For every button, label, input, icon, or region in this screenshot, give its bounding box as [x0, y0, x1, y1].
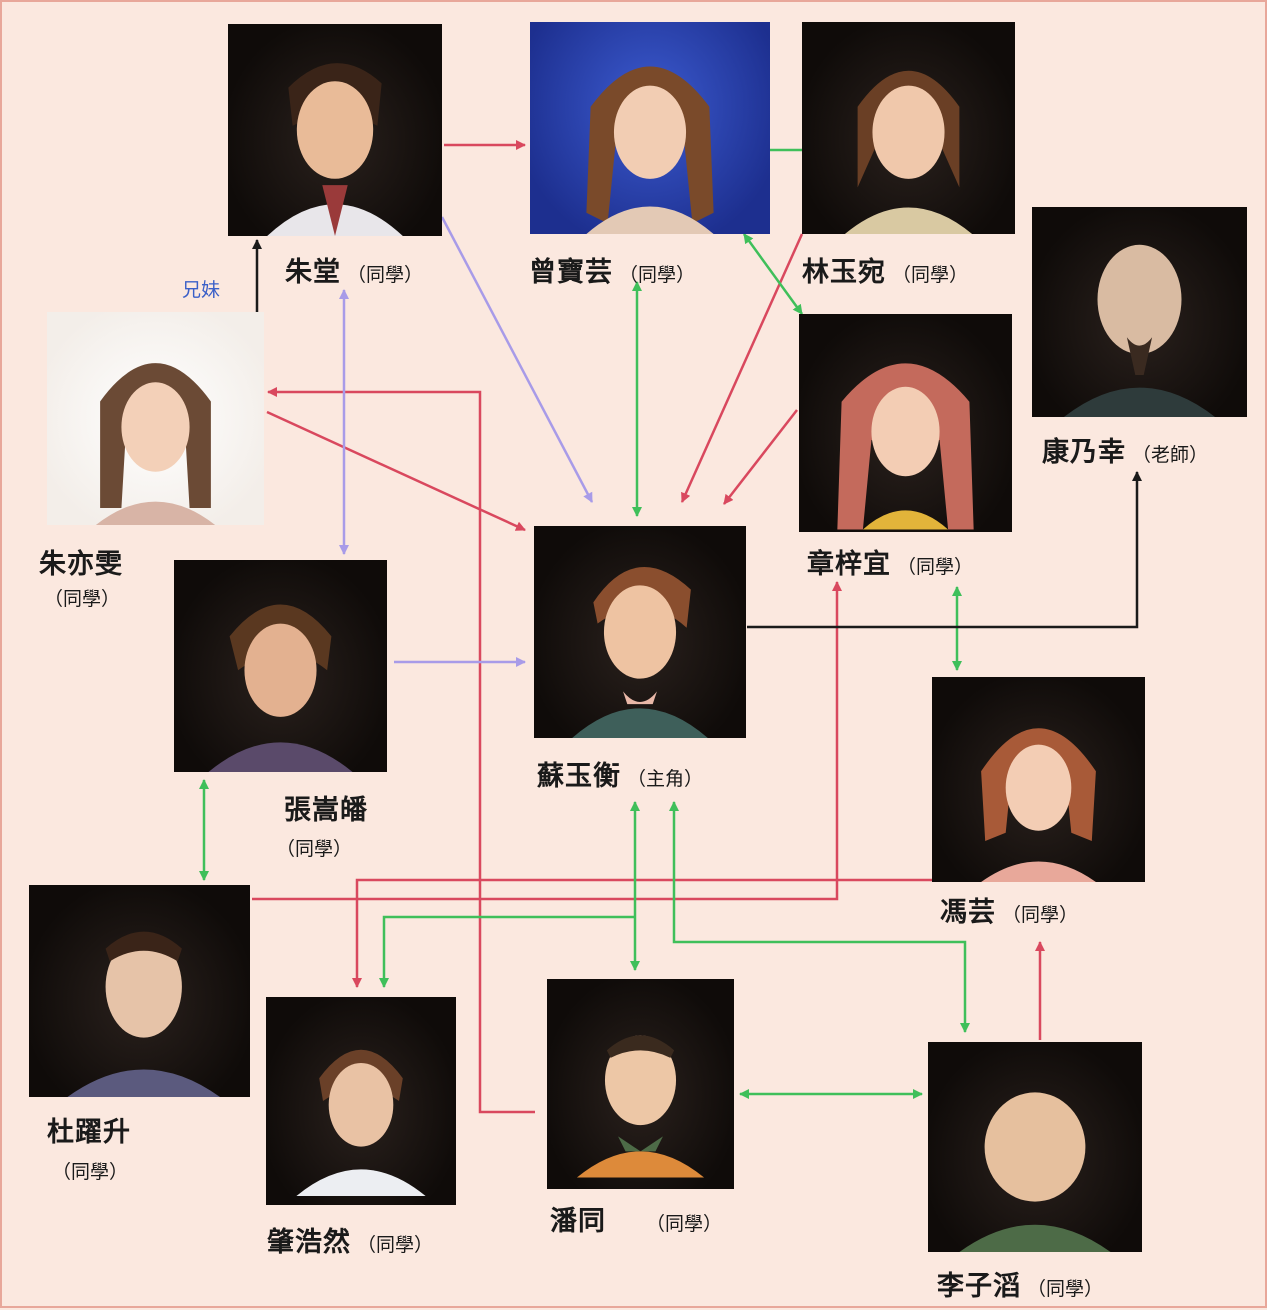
name-lizitao: 李子滔 （同學）: [937, 1264, 1103, 1303]
portrait-lizitao[interactable]: [928, 1042, 1142, 1252]
link-zhuyiwen-to-suyuheng: [266, 410, 526, 532]
role-text: （同學）: [619, 264, 696, 286]
role-duyaosheng: （同學）: [52, 1161, 129, 1183]
name-text: 曾寶芸: [529, 257, 613, 288]
name-suyuheng: 蘇玉衡 （主角）: [537, 754, 703, 793]
avatar-icon: [1063, 244, 1216, 417]
link-pantong-to-zhuyiwen: [267, 387, 535, 1114]
avatar-icon: [267, 63, 403, 236]
avatar-icon: [296, 1049, 426, 1196]
name-duyaosheng: 杜躍升: [47, 1117, 131, 1148]
link-zengbaoyun-zhangziyi: [742, 233, 804, 315]
role-text: （同學）: [357, 1234, 434, 1256]
avatar-icon: [837, 363, 974, 530]
avatar-icon: [586, 66, 714, 234]
role-text: （同學）: [1027, 1278, 1104, 1300]
sibling-label: 兄妹: [182, 279, 221, 301]
role-text: （同學）: [892, 264, 969, 286]
portrait-zhutang[interactable]: [228, 24, 442, 236]
name-zhaohaoran: 肇浩然 （同學）: [267, 1220, 433, 1259]
link-suyuheng-zhaohaoran: [379, 915, 635, 988]
role-zhanghaofan: （同學）: [276, 838, 353, 860]
name-fengyun: 馮芸 （同學）: [940, 890, 1078, 929]
link-zhutang-to-suyuheng: [440, 216, 594, 503]
name-text: 林玉宛: [802, 257, 886, 288]
role-text: （同學）: [347, 264, 424, 286]
name-kangnaixing: 康乃幸 （老師）: [1042, 430, 1208, 469]
link-suyuheng-to-kangnaixing: [747, 471, 1142, 629]
name-linyuwan: 林玉宛 （同學）: [802, 250, 968, 289]
avatar-icon: [572, 566, 708, 738]
portrait-duyaosheng[interactable]: [29, 885, 250, 1097]
name-text: 馮芸: [940, 897, 996, 928]
role-zhuyiwen: （同學）: [44, 588, 121, 610]
name-zengbaoyun: 曾寶芸 （同學）: [529, 250, 695, 289]
portrait-zhaohaoran[interactable]: [266, 997, 456, 1205]
portrait-fengyun[interactable]: [932, 677, 1145, 882]
avatar-icon: [844, 70, 973, 234]
portrait-suyuheng[interactable]: [534, 526, 746, 738]
portrait-zhuyiwen[interactable]: [47, 312, 264, 525]
name-text: 章梓宜: [807, 549, 891, 580]
avatar-icon: [959, 1092, 1111, 1252]
link-lizitao-suyuheng: [669, 801, 970, 1033]
portrait-zengbaoyun[interactable]: [530, 22, 770, 234]
name-pantong: 潘同 （同學）: [550, 1199, 722, 1238]
portrait-kangnaixing[interactable]: [1032, 207, 1247, 417]
name-text: 朱堂: [285, 257, 341, 288]
avatar-icon: [95, 363, 216, 525]
avatar-icon: [981, 728, 1096, 882]
name-text: 康乃幸: [1042, 437, 1126, 468]
portrait-pantong[interactable]: [547, 979, 734, 1189]
name-text: 李子滔: [937, 1271, 1021, 1302]
avatar-icon: [576, 1035, 705, 1178]
name-zhanghaofan: 張嵩皤: [284, 795, 368, 826]
role-text: （主角）: [627, 768, 704, 790]
role-text: （同學）: [897, 556, 974, 578]
avatar-icon: [67, 931, 221, 1097]
portrait-zhanghaofan[interactable]: [174, 560, 387, 772]
link-linyuwan-to-suyuheng: [680, 233, 804, 503]
portrait-zhangziyi[interactable]: [799, 314, 1012, 532]
role-text: （老師）: [1132, 444, 1209, 466]
name-text: 潘同: [550, 1206, 606, 1237]
avatar-icon: [208, 604, 353, 772]
portrait-linyuwan[interactable]: [802, 22, 1015, 234]
name-text: 蘇玉衡: [537, 761, 621, 792]
role-text: （同學）: [646, 1213, 723, 1235]
link-zhangziyi-to-suyuheng: [723, 409, 798, 505]
name-zhutang: 朱堂 （同學）: [285, 250, 423, 289]
name-text: 肇浩然: [267, 1227, 351, 1258]
name-zhuyiwen: 朱亦雯: [39, 549, 123, 580]
name-zhangziyi: 章梓宜 （同學）: [807, 542, 973, 581]
link-fengyun-to-zhaohaoran: [352, 878, 932, 988]
role-text: （同學）: [1002, 904, 1079, 926]
